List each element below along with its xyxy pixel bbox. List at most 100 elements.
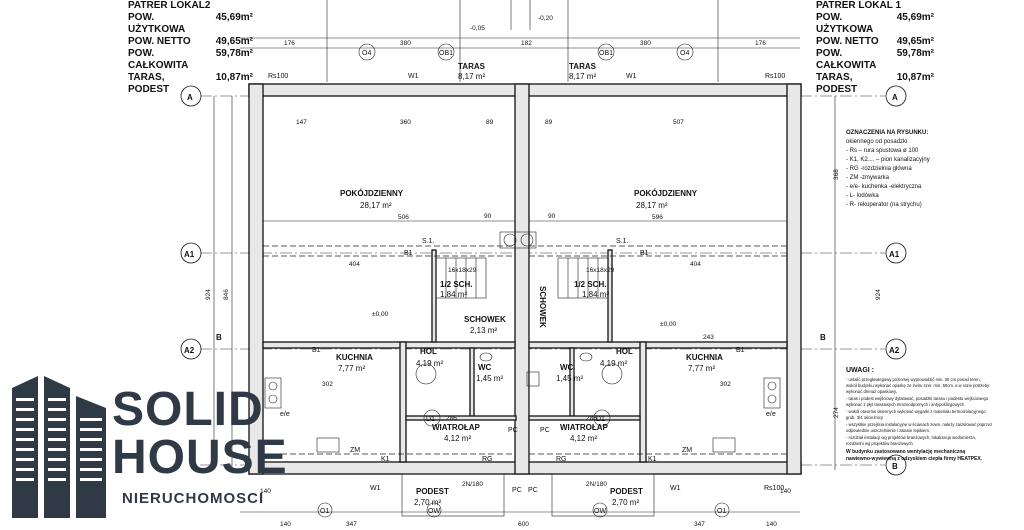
room-area-vestibule-right: 4,12 m² xyxy=(570,434,597,443)
logo-line2: HOUSE xyxy=(112,431,288,484)
chimneys xyxy=(499,231,537,249)
room-name-terrace-left: TARAS xyxy=(458,62,486,71)
legend-item: - R- rekuperator (na strychu) xyxy=(846,202,922,208)
room-area-podest-right: 2,70 m² xyxy=(612,498,639,507)
room-area-living-right: 28,17 m² xyxy=(636,201,668,210)
dim-label: 182 xyxy=(521,40,532,47)
svg-text:506: 506 xyxy=(398,214,409,221)
room-name-stair-left: 1/2 SCH. xyxy=(440,280,472,289)
terrace-area-value: 10,87m² xyxy=(215,72,253,83)
net-area-value: 49,65m² xyxy=(215,36,253,47)
svg-text:846: 846 xyxy=(223,289,230,300)
total-area-label: POW. CAŁKOWITA xyxy=(816,48,877,71)
section-mark: B xyxy=(216,333,222,342)
beam-label: B1 xyxy=(736,347,745,354)
logo-subtitle: NIERUCHOMOSCI xyxy=(122,490,265,507)
room-name-stair-right: 1/2 SCH. xyxy=(574,280,606,289)
window-tag: OB1 xyxy=(599,50,613,57)
top-dimension-line: 176 380 182 380 176 xyxy=(284,40,766,47)
axis-label: A xyxy=(892,93,898,102)
stove-label: e/e xyxy=(766,411,776,418)
room-area-kitchen-left: 7,77 m² xyxy=(338,364,365,373)
dim-label: 380 xyxy=(400,40,411,47)
beam-label: B1 xyxy=(640,250,649,257)
usable-area-value: 45,69m² xyxy=(215,12,253,23)
level-mark: -0,20 xyxy=(538,15,553,22)
downpipe-label: Rs100 xyxy=(764,485,784,492)
note-line: - wokół otworów okiennych wykonać węgark… xyxy=(846,409,986,414)
unit-title-left: PATRER LOKAL2 xyxy=(128,0,211,11)
drain-label: K1 xyxy=(381,456,390,463)
terrace-area-label: TARAS, PODEST xyxy=(816,72,858,95)
svg-text:404: 404 xyxy=(349,261,360,268)
left-dimension-line: 924 846 xyxy=(205,96,233,470)
room-name-hall-left: HOL xyxy=(420,347,437,356)
svg-text:507: 507 xyxy=(673,119,684,126)
net-area-value: 49,65m² xyxy=(896,36,934,47)
door-tags: D1 D1 xyxy=(415,363,623,427)
room-area-stair-right: 1,84 m² xyxy=(582,290,609,299)
terrace-area-label: TARAS, PODEST xyxy=(128,72,170,95)
note-line: - taras i podest wejściowy dylatować, po… xyxy=(846,396,989,401)
legend-title: OZNACZENIA NA RYSUNKU: xyxy=(846,130,928,136)
room-area-wc-right: 1,45 m² xyxy=(556,374,583,383)
note-line: - ustalić przegłowiegowy poziomej wyprow… xyxy=(846,377,981,382)
room-area-kitchen-right: 7,77 m² xyxy=(688,364,715,373)
room-area-terrace-right: 8,17 m² xyxy=(569,72,596,81)
window-tag: O4 xyxy=(362,50,371,57)
dim-label: 176 xyxy=(755,40,766,47)
boiler-label: PC xyxy=(540,427,550,434)
window-code: W1 xyxy=(370,485,381,492)
exterior-walls xyxy=(248,83,802,475)
door-tag: D1 xyxy=(426,416,435,423)
axis-label: B xyxy=(892,462,898,471)
window-tag: O4 xyxy=(680,50,689,57)
axis-markers: A A A1 A1 A2 A2 B B B xyxy=(180,85,907,476)
total-area-value: 59,78m² xyxy=(215,48,253,59)
downpipe-label: Rs100 xyxy=(268,73,288,80)
room-area-wc-left: 1,45 m² xyxy=(476,374,503,383)
window-tag: OB1 xyxy=(439,50,453,57)
stairs-left xyxy=(435,257,487,299)
stove-label: e/e xyxy=(280,411,290,418)
room-area-vestibule-left: 4,12 m² xyxy=(444,434,471,443)
level-mark: ±0,00 xyxy=(372,311,389,318)
section-mark: B xyxy=(820,333,826,342)
net-area-label: POW. NETTO xyxy=(128,36,191,47)
logo-line1: SOLID xyxy=(112,383,264,436)
svg-text:286: 286 xyxy=(446,415,457,422)
svg-text:924: 924 xyxy=(205,289,212,300)
stair-size: 16x18x29 xyxy=(448,267,477,274)
total-area-label: POW. CAŁKOWITA xyxy=(128,48,189,71)
wc-fixtures xyxy=(479,352,593,387)
svg-text:90: 90 xyxy=(484,213,492,220)
room-name-wc-left: WC xyxy=(478,363,492,372)
note-line: - rozdział instalacji wg projektów branż… xyxy=(846,435,976,440)
dishwasher-label: ZM xyxy=(682,447,692,454)
room-name-living-right: POKÓJDZIENNY xyxy=(634,189,698,198)
note-line: rozdzielni wg projektów branżowych xyxy=(846,441,913,446)
svg-text:360: 360 xyxy=(400,119,411,126)
dim-label: 140 xyxy=(280,521,291,528)
bottom-window-tags: O1 OW OW O1 xyxy=(317,502,730,518)
drain-label: K1 xyxy=(648,456,657,463)
section-label: S.1. xyxy=(616,238,629,245)
svg-text:243: 243 xyxy=(703,334,714,341)
room-name-vestibule-right: WIATROŁAP xyxy=(560,423,609,432)
beam-label: B1 xyxy=(312,347,321,354)
dim-label: 380 xyxy=(640,40,651,47)
bottom-dimension-line: 140 347 600 347 140 xyxy=(280,521,777,528)
dim-label: 176 xyxy=(284,40,295,47)
door-size: 2N/180 xyxy=(462,481,483,488)
downpipe-label: Rs100 xyxy=(765,73,785,80)
svg-text:596: 596 xyxy=(652,214,663,221)
svg-text:140: 140 xyxy=(780,488,791,495)
room-area-hall-right: 4,19 m² xyxy=(600,359,627,368)
window-code: W1 xyxy=(670,485,681,492)
boiler-label: PC xyxy=(512,487,522,494)
section-label: S.1. xyxy=(422,238,435,245)
axis-label: A2 xyxy=(184,346,195,355)
note-line: wokół budynku wykonać opaskę ze żwiru sz… xyxy=(846,383,990,388)
